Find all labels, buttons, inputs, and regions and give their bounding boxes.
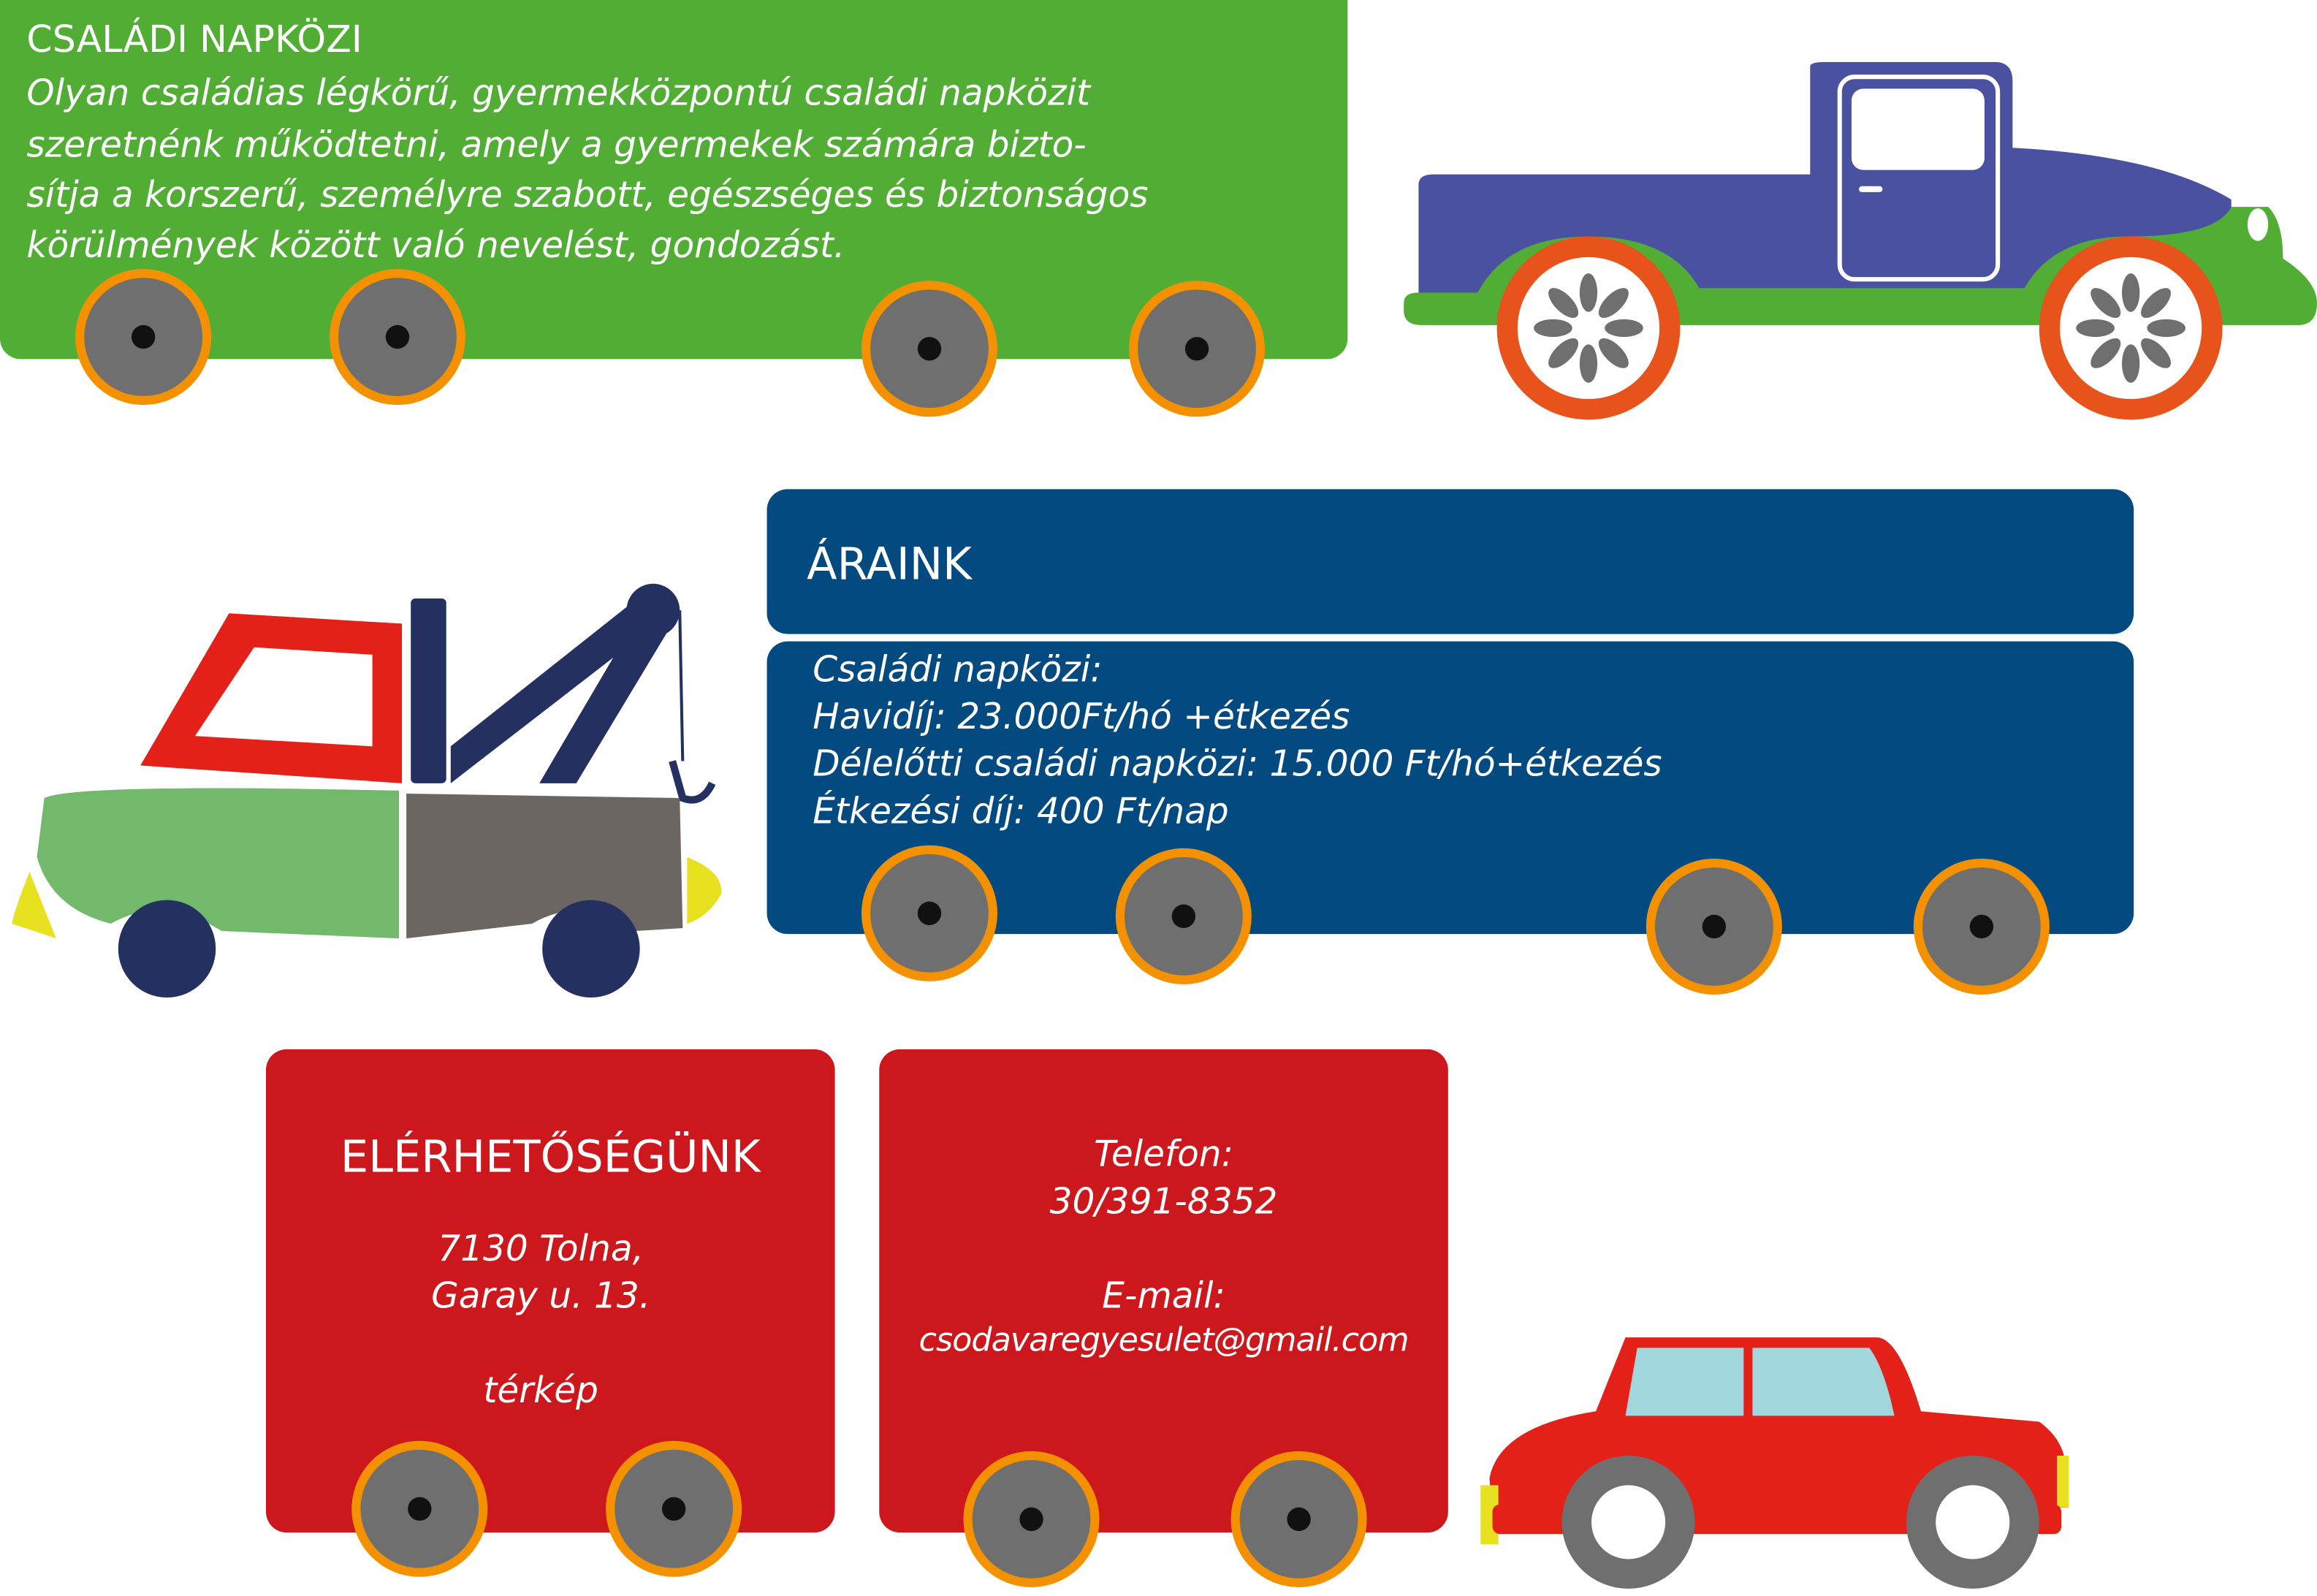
prices-panel (766, 641, 2134, 935)
wheel-icon (1646, 858, 1782, 995)
intro-line-1: Olyan családias légkörű, gyermekközpontú… (26, 72, 1091, 114)
wheel-icon (861, 845, 998, 981)
pickup-truck-illustration (1404, 61, 2317, 420)
intro-line-3: sítja a korszerű, személyre szabott, egé… (26, 174, 1149, 216)
contact-address-panel (266, 1049, 835, 1533)
red-car-illustration (1480, 1337, 2069, 1589)
email-label: E-mail: (1102, 1275, 1225, 1317)
map-link[interactable]: térkép (483, 1369, 598, 1412)
wheel-icon (861, 281, 998, 417)
address-line-2: Garay u. 13. (431, 1275, 651, 1317)
truck-wheel-rear (2039, 236, 2223, 420)
prices-title: ÁRAINK (807, 539, 972, 591)
email-link[interactable]: csodavaregyesulet@gmail.com (918, 1322, 1409, 1360)
wheel-icon (606, 1440, 742, 1577)
truck-wheel-front (1496, 236, 1681, 420)
contact-title: ELÉRHETŐSÉGÜNK (340, 1132, 761, 1184)
prices-line-1: Családi napközi: (813, 648, 1103, 691)
wheel-icon (75, 269, 212, 406)
prices-line-3: Délelőtti családi napközi: 15.000 Ft/hó+… (813, 743, 1662, 785)
intro-title: CSALÁDI NAPKÖZI (26, 18, 362, 61)
prices-line-4: Étkezési díj: 400 Ft/nap (813, 790, 1229, 832)
wheel-icon (1115, 848, 1252, 984)
wheel-icon (1230, 1451, 1367, 1587)
wheel-icon (329, 269, 466, 406)
wheel-icon (963, 1451, 1100, 1587)
intro-line-4: körülmények között való nevelést, gondoz… (26, 224, 845, 267)
wheel-icon (1129, 281, 1266, 417)
tow-truck-illustration (12, 583, 722, 998)
prices-header-panel (766, 489, 2134, 634)
phone-label: Telefon: (1094, 1133, 1233, 1175)
intro-line-2: szeretnénk működtetni, amely a gyermekek… (26, 123, 1087, 166)
phone-number: 30/391-8352 (1049, 1180, 1278, 1223)
contact-phone-email-panel (879, 1049, 1448, 1533)
wheel-icon (1913, 858, 2050, 995)
prices-line-2: Havidíj: 23.000Ft/hó +étkezés (813, 696, 1350, 738)
intro-panel (0, 0, 1348, 360)
address-line-1: 7130 Tolna, (438, 1228, 644, 1270)
wheel-icon (351, 1440, 488, 1577)
